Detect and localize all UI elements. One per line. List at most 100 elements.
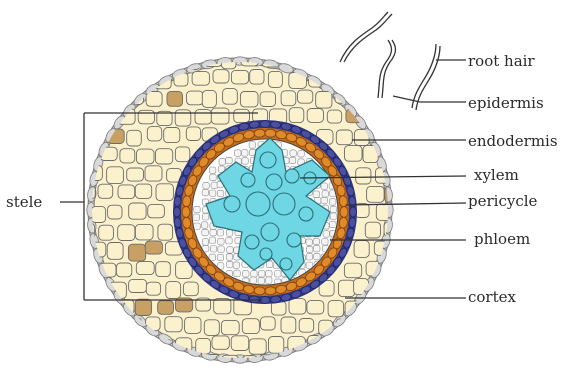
cortex-cell bbox=[118, 225, 135, 241]
cortex-cell bbox=[317, 356, 333, 369]
cortex-cell bbox=[107, 318, 124, 332]
cortex-cell bbox=[129, 357, 145, 372]
phloem-cell bbox=[218, 238, 225, 245]
cortex-cell bbox=[355, 204, 369, 218]
cortex-cell bbox=[156, 149, 173, 164]
cortex-cell bbox=[281, 317, 296, 333]
cortex-cell bbox=[88, 320, 105, 335]
cortex-cell bbox=[297, 51, 314, 67]
cortex-cell bbox=[316, 92, 332, 109]
cortex-cell bbox=[91, 206, 105, 222]
cortex-cell bbox=[117, 338, 134, 354]
cortex-cell bbox=[136, 262, 154, 275]
phloem-cell bbox=[193, 214, 200, 221]
cortex-cell bbox=[354, 91, 368, 106]
endodermis-cell bbox=[350, 207, 357, 217]
cortex-cell bbox=[354, 241, 369, 258]
cortex-cell bbox=[231, 336, 249, 351]
phloem-cell bbox=[235, 150, 242, 157]
cortex-cell bbox=[88, 280, 104, 296]
cortex-cell bbox=[231, 70, 248, 84]
phloem-cell bbox=[226, 261, 233, 268]
xylem-vessel bbox=[260, 152, 276, 168]
cortex-cell bbox=[354, 355, 369, 372]
cortex-cell bbox=[357, 51, 374, 67]
xylem-vessel bbox=[285, 169, 299, 183]
cortex-cell bbox=[250, 70, 264, 85]
xylem-vessel bbox=[266, 174, 282, 190]
phloem-cell bbox=[211, 182, 218, 189]
phloem-cell bbox=[266, 270, 273, 277]
cortex-cell bbox=[386, 339, 402, 353]
cortex-cell bbox=[118, 185, 135, 199]
cortex-cell bbox=[145, 355, 162, 368]
cortex-cell bbox=[127, 168, 144, 181]
cortex-cell bbox=[336, 130, 352, 145]
cortex-cell bbox=[392, 203, 406, 219]
cortex-cell bbox=[167, 91, 183, 106]
cortex-cell bbox=[344, 263, 361, 278]
phloem-cell bbox=[243, 271, 250, 278]
cortex-cell bbox=[78, 148, 94, 161]
cortex-cell bbox=[394, 51, 409, 65]
phloem-cell bbox=[330, 221, 337, 228]
phloem-cell bbox=[322, 239, 329, 246]
label-pericycle: pericycle bbox=[468, 192, 538, 210]
cortex-cell bbox=[129, 279, 147, 292]
cortex-cell bbox=[185, 317, 201, 333]
phloem-cell bbox=[209, 237, 216, 244]
cortex-cell bbox=[137, 149, 155, 164]
phloem-cell bbox=[306, 254, 313, 261]
endodermis-cell bbox=[174, 207, 181, 217]
cortex-cell bbox=[242, 319, 259, 334]
cortex-cell bbox=[261, 317, 276, 330]
cortex-cell bbox=[307, 301, 324, 314]
cortex-cell bbox=[158, 301, 174, 315]
cortex-cell bbox=[384, 73, 400, 90]
cortex-cell bbox=[79, 337, 96, 354]
phloem-cell bbox=[202, 229, 209, 236]
phloem-cell bbox=[250, 277, 257, 284]
phloem-cell bbox=[259, 271, 266, 278]
phloem-cell bbox=[298, 151, 305, 158]
cortex-cell bbox=[136, 73, 151, 86]
phloem-cell bbox=[209, 167, 216, 174]
label-phloem: phloem bbox=[474, 230, 530, 248]
cortex-cell bbox=[394, 357, 409, 370]
cortex-cell bbox=[192, 72, 209, 86]
cortex-cell bbox=[355, 317, 372, 334]
phloem-cell bbox=[210, 229, 217, 236]
cortex-cell bbox=[307, 109, 323, 123]
cortex-cell bbox=[187, 91, 204, 105]
phloem-cell bbox=[218, 246, 225, 253]
phloem-cell bbox=[330, 213, 337, 220]
cortex-cell bbox=[335, 356, 352, 372]
phloem-cell bbox=[202, 239, 209, 246]
cortex-cell bbox=[382, 146, 398, 161]
cortex-cell bbox=[393, 127, 410, 141]
cortex-cell bbox=[396, 242, 414, 256]
cortex-cell bbox=[167, 358, 184, 372]
phloem-cell bbox=[233, 262, 240, 269]
phloem-cell bbox=[314, 253, 321, 259]
phloem-cell bbox=[202, 189, 209, 196]
phloem-cell bbox=[275, 271, 282, 278]
cortex-cell bbox=[146, 92, 162, 107]
cortex-cell bbox=[211, 108, 229, 124]
cortex-cell bbox=[289, 299, 306, 315]
xylem-vessel bbox=[280, 258, 292, 270]
cortex-cell bbox=[249, 339, 266, 354]
cortex-cell bbox=[214, 299, 231, 314]
cortex-cell bbox=[164, 128, 180, 143]
cortex-cell bbox=[260, 92, 275, 107]
cortex-cell bbox=[148, 204, 165, 217]
phloem-cell bbox=[322, 191, 329, 198]
cortex-cell bbox=[147, 127, 162, 141]
phloem-cell bbox=[290, 150, 297, 157]
cortex-cell bbox=[98, 184, 113, 198]
phloem-cell bbox=[313, 238, 320, 245]
cortex-cell bbox=[135, 299, 151, 315]
cortex-cell bbox=[166, 282, 181, 299]
phloem-cell bbox=[321, 197, 328, 204]
